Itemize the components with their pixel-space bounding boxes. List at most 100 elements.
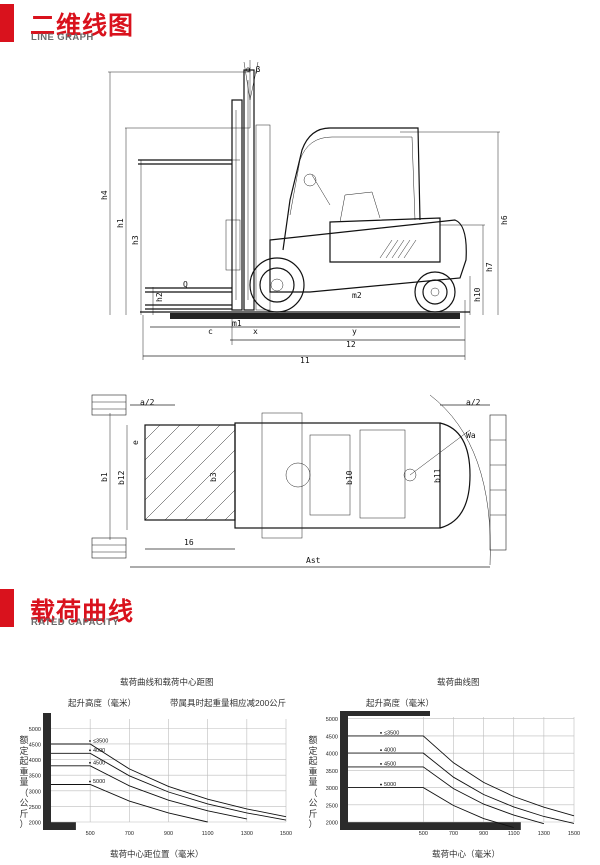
x-tick-label: 900 [479, 831, 488, 837]
series-marker [89, 761, 91, 764]
x-tick-label: 1100 [508, 831, 520, 837]
vent-grille [379, 239, 417, 259]
series-label: 5000 [384, 782, 396, 788]
fork-assembly [138, 159, 232, 310]
ground-strip [170, 313, 460, 319]
label-h2: h2 [155, 292, 164, 302]
y-axis-band [43, 713, 51, 830]
y-tick-label: 3500 [326, 769, 338, 775]
top-view-drawing: a/2 a/2 Wa e b1 b12 b3 b10 b11 16 Ast [91, 394, 507, 568]
x-tick-label: 700 [449, 831, 458, 837]
right-wall [489, 414, 507, 551]
y-tick-label: 2500 [29, 805, 41, 811]
label-wa: Wa [466, 431, 476, 440]
y-tick-label: 4500 [326, 734, 338, 740]
label-b11: b11 [433, 468, 442, 483]
section-marker [0, 4, 14, 42]
label-l2: 12 [346, 340, 356, 349]
label-l1: 11 [300, 356, 310, 365]
x-tick-label: 500 [86, 831, 95, 837]
y-tick-label: 3500 [29, 774, 41, 780]
label-b1: b1 [100, 472, 109, 482]
y-tick-label: 2000 [326, 821, 338, 827]
label-q: Q [183, 280, 188, 289]
label-e: e [131, 440, 140, 445]
series-marker [380, 763, 382, 765]
series-marker [380, 749, 382, 752]
label-b3: b3 [209, 472, 218, 482]
chart-right-ylabel-top: 起升高度（毫米） [366, 698, 435, 708]
x-tick-label: 900 [164, 831, 173, 837]
label-h6: h6 [500, 215, 509, 225]
series-line [348, 787, 514, 828]
dimension-lines [108, 60, 500, 360]
x-tick-label: 700 [125, 831, 134, 837]
series-label: ≤3500 [93, 738, 108, 744]
x-axis-band [340, 822, 521, 830]
series-line [51, 752, 287, 821]
chart-right-title: 载荷曲线图 [437, 677, 480, 687]
chart-left: 2000 2500 3000 3500 4000 4500 5000 500 700 900 110… [29, 713, 292, 837]
section-title: 二维线图 [30, 12, 135, 40]
x-tick-label: 1100 [202, 831, 214, 837]
y-tick-label: 4000 [29, 758, 41, 764]
series-line [348, 752, 575, 824]
mast [225, 69, 271, 311]
truck-body [269, 127, 467, 293]
series-label: ≤3500 [384, 730, 399, 736]
chart-left-title: 载荷曲线和载荷中心距图 [120, 677, 214, 687]
side-view-drawing: h4 h1 h3 h2 h6 h7 h10 Q m1 m2 c x y 12 1… [100, 60, 509, 365]
series-line [51, 765, 247, 820]
x-tick-label: 1300 [241, 831, 253, 837]
label-c: c [208, 327, 213, 336]
y-tick-label: 4000 [326, 752, 338, 758]
pallet-load [144, 424, 236, 521]
chart-left-ylabel-top: 起升高度（毫米） [68, 698, 137, 708]
x-tick-label: 1300 [538, 831, 550, 837]
chart-left-xlabel: 载荷中心距位置（毫米） [110, 849, 204, 859]
series-marker [89, 749, 91, 752]
chassis-top [234, 412, 471, 539]
series-label: 4500 [384, 761, 396, 767]
x-tick-label: 500 [419, 831, 428, 837]
y-tick-label: 2000 [29, 821, 41, 827]
label-m1: m1 [232, 319, 242, 328]
series-line [348, 735, 575, 817]
label-ast: Ast [306, 556, 321, 565]
y-axis-band [340, 711, 348, 830]
y-tick-label: 2500 [326, 803, 338, 809]
chart-left-note: 带属具时起重量相应减200公斤 [170, 698, 287, 708]
front-wheel [249, 257, 305, 313]
left-wall [91, 394, 127, 559]
series-marker [89, 740, 91, 742]
label-b10: b10 [345, 470, 354, 485]
label-h4: h4 [100, 190, 109, 200]
series-marker [89, 780, 91, 783]
y-tick-label: 4500 [29, 742, 41, 748]
series-line [348, 766, 545, 825]
series-marker [380, 783, 382, 786]
x-tick-label: 1500 [568, 831, 580, 837]
x-axis-band [43, 822, 76, 830]
series-label: 4000 [384, 748, 396, 754]
series-label: 4500 [93, 760, 105, 766]
series-label: 4000 [93, 748, 105, 754]
label-h7: h7 [485, 262, 494, 272]
label-b12: b12 [117, 470, 126, 485]
series-line [51, 743, 287, 818]
label-a2-right: a/2 [466, 398, 481, 407]
chart-left-ylabel-side: 额定起重量（公斤） [19, 735, 29, 829]
section-subtitle: RATED CAPACITY [31, 617, 120, 628]
x-tick-label: 1500 [280, 831, 292, 837]
label-h1: h1 [116, 218, 125, 228]
y-tick-label: 5000 [29, 723, 41, 729]
y-tick-label: 3000 [29, 789, 41, 795]
y-tick-label: 5000 [29, 727, 41, 733]
chart-right-ylabel-side: 额定起重量（公斤） [308, 735, 318, 829]
label-h3: h3 [131, 235, 140, 245]
chart-right-xlabel: 载荷中心（毫米） [432, 849, 501, 859]
rear-wheel [414, 271, 456, 313]
label-m2: m2 [352, 291, 362, 300]
label-a2-left: a/2 [140, 398, 155, 407]
